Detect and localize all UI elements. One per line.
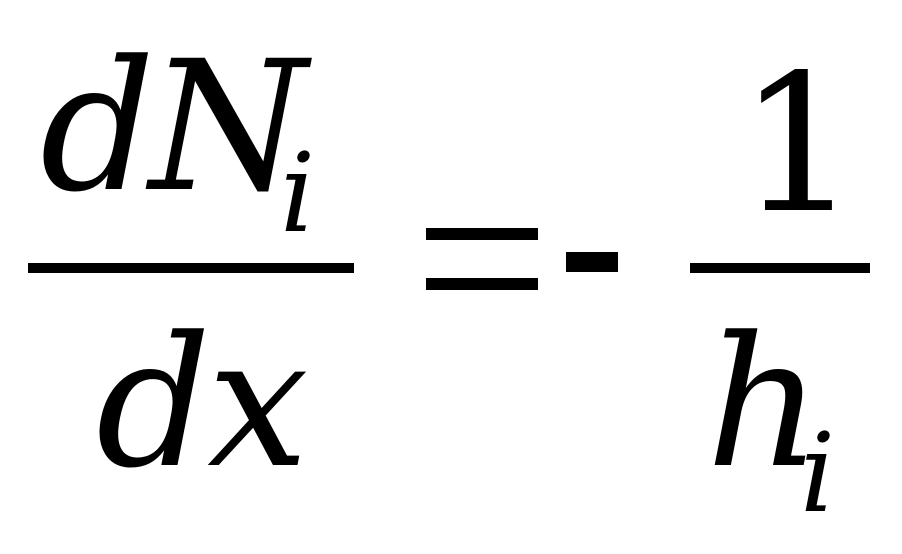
right-denominator: h xyxy=(706,299,822,508)
left-numerator-subscript: i xyxy=(280,129,316,257)
right-fraction-bar xyxy=(690,263,870,273)
left-fraction-bar xyxy=(28,263,354,273)
left-numerator: dN xyxy=(40,23,307,232)
minus-sign xyxy=(566,252,618,272)
equals-sign xyxy=(426,228,538,290)
right-numerator: 1 xyxy=(738,34,859,255)
right-denominator-subscript: i xyxy=(800,409,836,537)
left-denominator: dx xyxy=(96,299,309,508)
